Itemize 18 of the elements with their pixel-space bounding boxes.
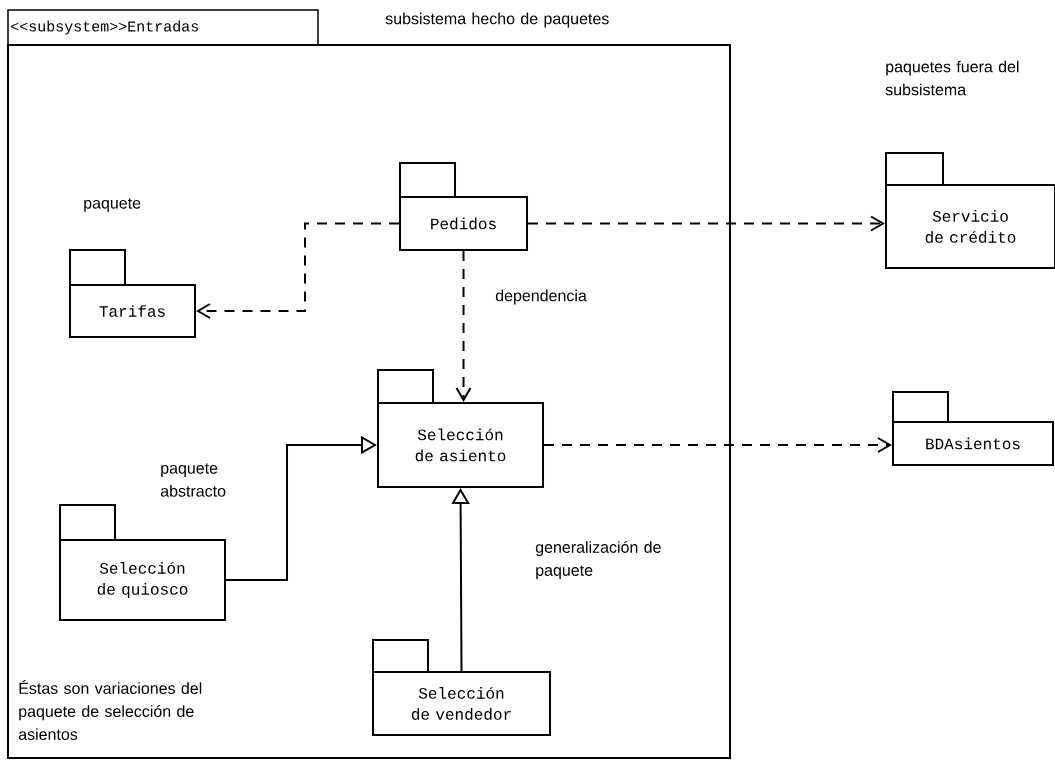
- dependency-arrow: [543, 437, 892, 453]
- note-text: generalización de paquete: [535, 540, 661, 580]
- dependency-arrow: [527, 215, 885, 232]
- package-box: Pedidos: [399, 162, 528, 251]
- note-text: paquete: [84, 198, 141, 212]
- package-box: Selección de asiento: [377, 369, 544, 488]
- package-box: BDAsientos: [892, 391, 1054, 466]
- dependency-arrow: [455, 250, 472, 402]
- note-text: dependencia: [495, 289, 587, 305]
- note-text: paquete abstracto: [160, 463, 226, 497]
- package-box: Selección de vendedor: [372, 639, 551, 736]
- note-text: Éstas son variaciones del paquete de selección de asientos: [18, 679, 202, 740]
- package-box: Servicio de crédito: [885, 152, 1055, 269]
- note-text: subsistema hecho de paquetes: [385, 12, 609, 28]
- package-box: Tarifas: [69, 249, 196, 338]
- dependency-arrow: [196, 222, 400, 319]
- package-box: Selección de quiosco: [59, 504, 226, 621]
- note-text: paquetes fuera del subsistema: [885, 60, 1019, 96]
